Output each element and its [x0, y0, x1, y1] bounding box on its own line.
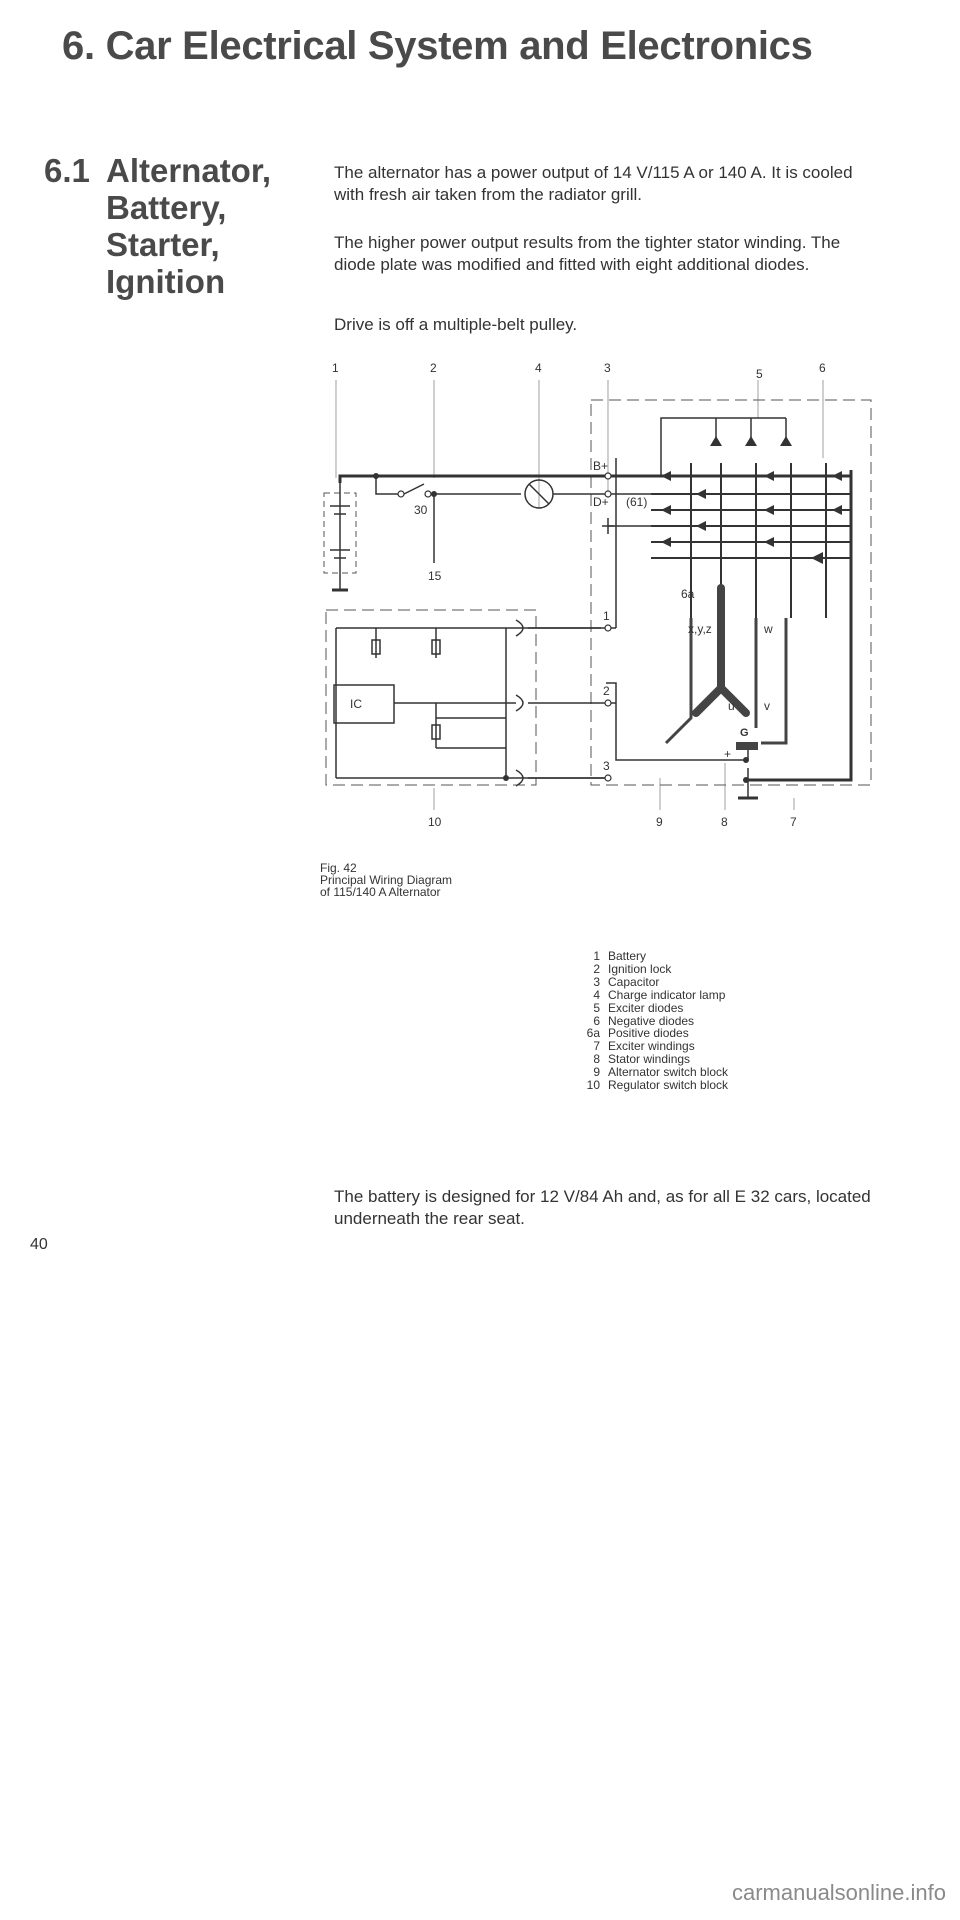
terminals — [397, 472, 612, 782]
legend-item: 8 Stator windings — [580, 1053, 728, 1066]
legend-key: 10 — [586, 1078, 600, 1093]
paragraph-drive: Drive is off a multiple-belt pulley. — [334, 315, 578, 334]
regulator-circuit — [333, 458, 617, 787]
legend-item: 2 Ignition lock — [580, 963, 728, 976]
section-heading: 6.1 Alternator, Battery, Starter, Ignitio… — [44, 152, 271, 300]
label-8: 8 — [721, 815, 728, 829]
label-30: 30 — [414, 503, 428, 517]
figure-caption: Fig. 42 Principal Wiring Diagram of 115/… — [320, 862, 452, 898]
label-3: 3 — [604, 361, 611, 375]
legend-item: 9 Alternator switch block — [580, 1066, 728, 1079]
legend-key: 6 — [593, 1013, 600, 1028]
label-10: 10 — [428, 815, 442, 829]
label-9: 9 — [656, 815, 663, 829]
diode-matrix — [651, 463, 851, 618]
legend-key: 4 — [593, 987, 600, 1002]
section-heading-line-4: Ignition — [106, 263, 226, 300]
label-g: G — [740, 727, 749, 739]
label-b-plus: B+ — [593, 459, 608, 473]
legend-key: 5 — [593, 1000, 600, 1015]
legend-label: Stator windings — [608, 1052, 691, 1067]
paragraph-battery: The battery is designed for 12 V/84 Ah a… — [334, 1187, 871, 1228]
label-5: 5 — [756, 367, 763, 381]
legend-label: Battery — [608, 949, 647, 963]
section-heading-line-1: Alternator, — [106, 152, 272, 189]
label-reg-3: 3 — [603, 759, 610, 773]
exciter-leads — [606, 682, 758, 800]
legend-label: Alternator switch block — [608, 1065, 729, 1080]
section-number: 6.1 — [44, 152, 90, 189]
stator-leads — [664, 618, 788, 745]
label-1: 1 — [332, 361, 339, 375]
section-heading-line-3: Starter, — [106, 226, 220, 263]
label-u: u — [728, 699, 735, 713]
label-d-plus-61: (61) — [626, 495, 647, 509]
legend-label: Charge indicator lamp — [608, 987, 726, 1002]
legend-label: Negative diodes — [608, 1013, 695, 1028]
exciter-diode-symbols — [710, 436, 792, 446]
label-v: v — [764, 699, 770, 713]
label-15: 15 — [428, 569, 442, 583]
stator-windings — [692, 584, 750, 717]
legend-label: Exciter diodes — [608, 1000, 684, 1015]
label-reg-1: 1 — [603, 609, 610, 623]
legend-key: 7 — [593, 1039, 600, 1054]
regulator-outline — [325, 609, 537, 786]
legend-label: Exciter windings — [608, 1039, 695, 1054]
legend-key: 8 — [593, 1052, 600, 1067]
label-w: w — [763, 622, 773, 636]
watermark: carmanualsonline.info — [731, 1880, 946, 1905]
page-number: 40 — [30, 1236, 48, 1253]
legend-item: 4 Charge indicator lamp — [580, 987, 728, 1002]
legend-label: Regulator switch block — [608, 1078, 729, 1093]
label-reg-2: 2 — [603, 684, 610, 698]
alternator-outline — [590, 399, 872, 786]
figure-caption-line-1: Principal Wiring Diagram — [320, 873, 453, 887]
diode-arrows — [661, 471, 842, 564]
label-ic: IC — [350, 697, 362, 711]
legend-label: Capacitor — [608, 974, 660, 989]
junction-dots — [373, 473, 749, 783]
legend-key: 2 — [593, 961, 600, 976]
legend-key: 6a — [586, 1026, 600, 1041]
section-heading-line-2: Battery, — [106, 189, 227, 226]
legend-item: 10 Regulator switch block — [580, 1079, 728, 1092]
legend-label: Positive diodes — [608, 1026, 689, 1041]
ignition-circuit — [375, 476, 608, 563]
figure-number: Fig. 42 — [320, 861, 357, 875]
figure-legend: 1 Battery 2 Ignition lock 3 Capacitor 4 Char… — [580, 950, 728, 1092]
legend-item: 5 Exciter diodes — [580, 1000, 728, 1015]
leader-lines — [335, 380, 824, 810]
label-6a: 6a — [681, 587, 695, 601]
label-xyz: x,y,z — [688, 622, 712, 636]
label-2: 2 — [430, 361, 437, 375]
legend-key: 3 — [593, 974, 600, 989]
page-title: 6. Car Electrical System and Electronics — [62, 24, 813, 68]
label-plus: + — [724, 747, 731, 761]
exciter-winding-g — [736, 742, 758, 750]
label-6: 6 — [819, 361, 826, 375]
label-d-plus: D+ — [593, 495, 609, 509]
legend-item: 6a Positive diodes — [580, 1027, 728, 1040]
legend-label: Ignition lock — [608, 961, 672, 976]
paragraph-alternator-output: The alternator has a power output of 14 … — [334, 163, 853, 204]
exciter-diodes — [660, 417, 787, 476]
legend-item: 7 Exciter windings — [580, 1040, 728, 1053]
legend-item: 3 Capacitor — [580, 974, 728, 989]
legend-item: 6 Negative diodes — [580, 1013, 728, 1028]
figure-caption-line-2: of 115/140 A Alternator — [320, 885, 441, 899]
legend-key: 9 — [593, 1065, 600, 1080]
paragraph-stator-winding: The higher power output results from the… — [334, 233, 841, 274]
legend-item: 1 Battery — [580, 950, 728, 963]
wiring-diagram: 1 2 4 3 5 6 10 9 8 7 B+ D+ (61) 30 15 6a… — [323, 361, 872, 829]
label-4: 4 — [535, 361, 542, 375]
label-7: 7 — [790, 815, 797, 829]
battery-symbol — [330, 476, 350, 592]
legend-key: 1 — [593, 949, 600, 963]
